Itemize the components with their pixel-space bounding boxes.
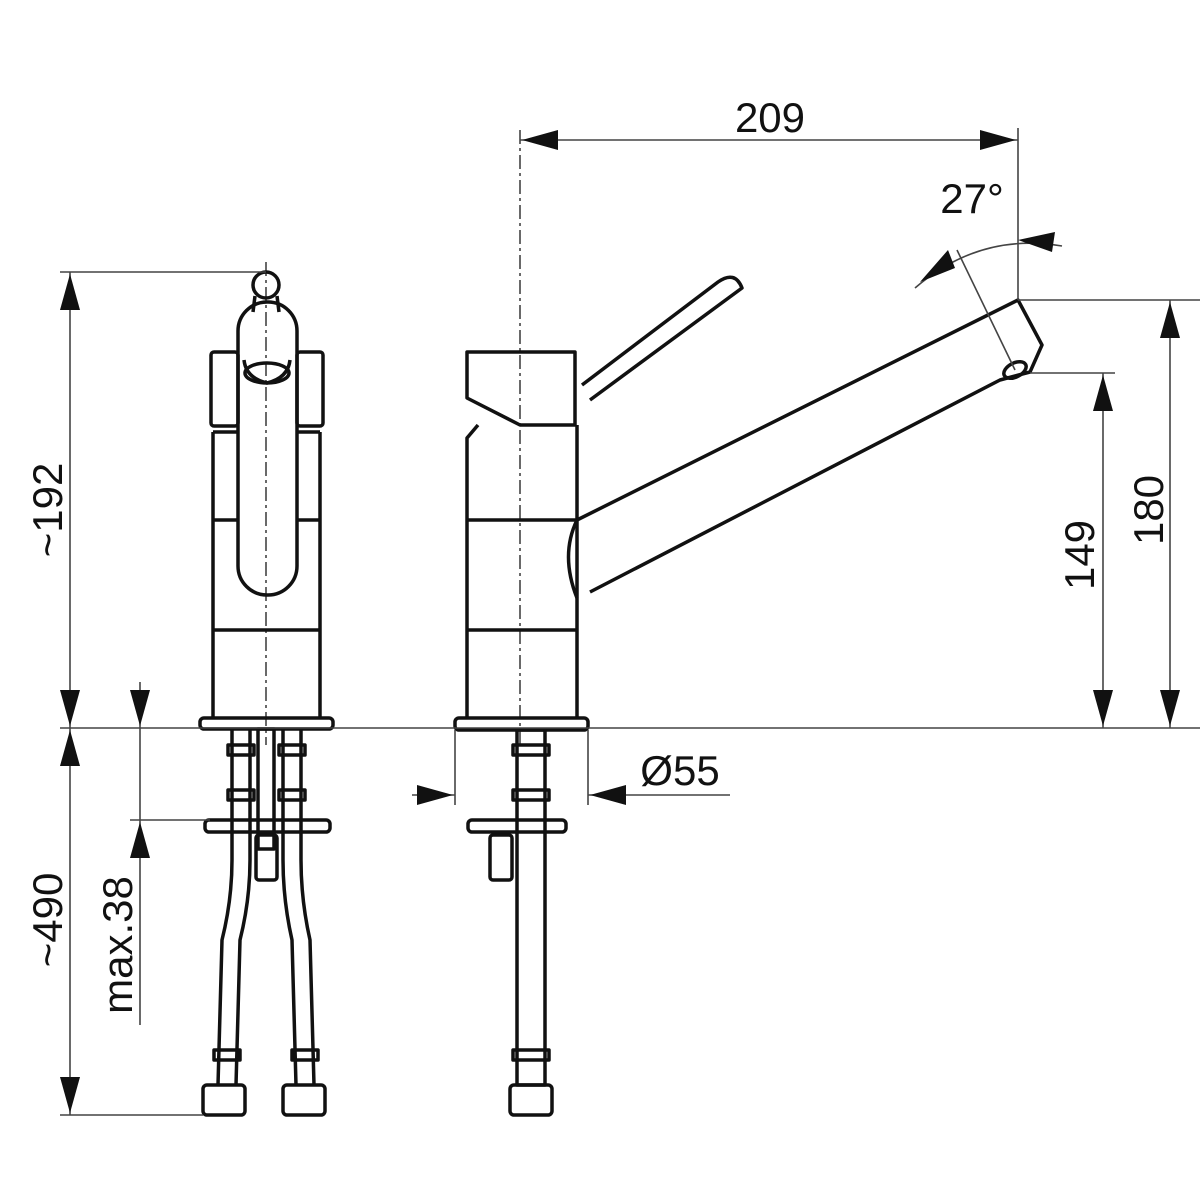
label-overall-height: ~192	[24, 463, 71, 558]
label-hose-length: ~490	[24, 873, 71, 968]
label-spout-top-height: 180	[1125, 475, 1172, 545]
label-spout-reach: 209	[735, 94, 805, 141]
dimension-labels: 209 27° ~192 ~490 max.38 Ø55 180 149	[24, 94, 1172, 1014]
dimension-lines	[60, 128, 1200, 1116]
side-view	[198, 262, 335, 1117]
label-max-thickness: max.38	[94, 876, 141, 1014]
label-swivel-angle: 27°	[940, 175, 1004, 222]
label-outlet-height: 149	[1056, 520, 1103, 590]
front-view	[453, 130, 1044, 1117]
label-base-diameter: Ø55	[640, 747, 719, 794]
